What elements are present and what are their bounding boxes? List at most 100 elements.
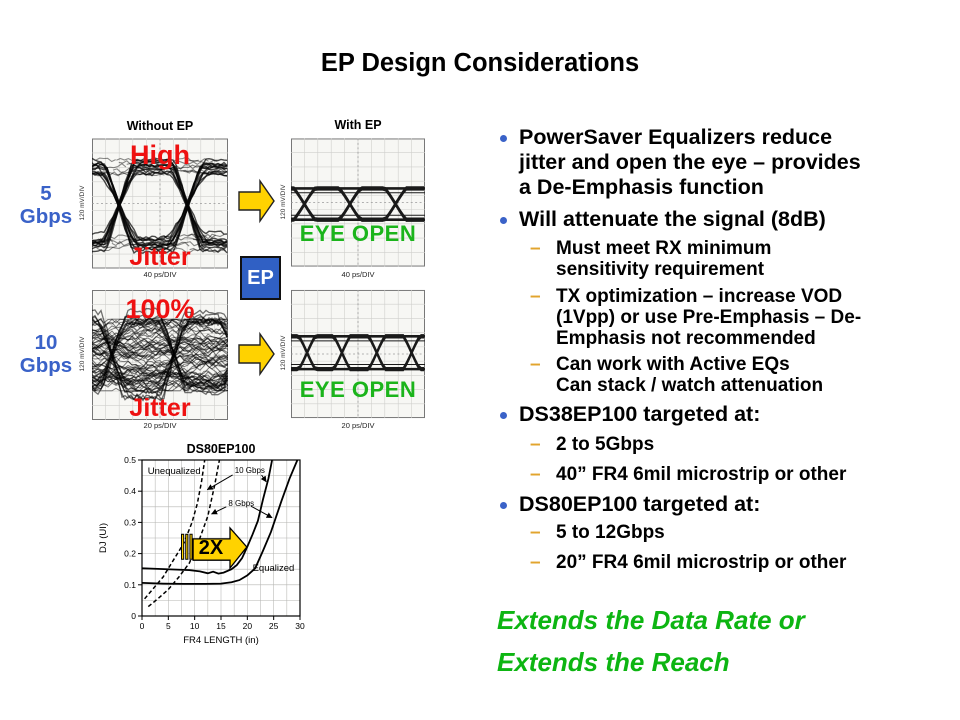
sub-bullet-item: –TX optimization – increase VOD(1Vpp) or… xyxy=(497,286,960,349)
rate-label-5gbps: 5 Gbps xyxy=(6,182,86,228)
y-tick-label: 0.1 xyxy=(124,580,136,590)
bullet-dot-icon xyxy=(497,207,519,224)
bullet-text-line: Can work with Active EQs xyxy=(556,354,790,375)
annotation-label: Equalized xyxy=(253,563,295,574)
annotation-arrow-icon xyxy=(206,474,233,491)
bullet-text-line: sensitivity requirement xyxy=(556,259,765,280)
jitter-pct-label: 100% xyxy=(125,294,195,324)
y-scale-label: 120 mV/DIV xyxy=(79,336,86,372)
sub-bullet-item: –40” FR4 6mil microstrip or other xyxy=(497,464,960,485)
bullet-text-line: 5 to 12Gbps xyxy=(556,522,665,543)
eye-open-label-10g: EYE OPEN xyxy=(299,377,417,402)
bullet-text: 20” FR4 6mil microstrip or other xyxy=(556,552,846,573)
sub-bullet-item: –20” FR4 6mil microstrip or other xyxy=(497,552,960,573)
speed-bar-icon xyxy=(185,533,189,560)
2x-label: 2X xyxy=(199,537,224,559)
jitter-label-10g: Jitter xyxy=(129,394,191,422)
annotation-label: 10 Gbps xyxy=(235,466,265,475)
x-tick-label: 15 xyxy=(216,621,226,631)
bullet-text-line: (1Vpp) or use Pre-Emphasis – De- xyxy=(556,307,862,328)
y-tick-label: 0.5 xyxy=(124,455,136,465)
eye-diagram-10gbps-with-ep xyxy=(291,289,425,419)
speed-bar-icon xyxy=(189,533,193,560)
rate-label-10gbps: 10 Gbps xyxy=(6,331,86,377)
with-ep-heading: With EP xyxy=(334,118,382,132)
annotation-arrow-icon xyxy=(250,505,273,519)
bullet-text-line: Will attenuate the signal (8dB) xyxy=(519,207,826,231)
bullet-dash-icon: – xyxy=(530,522,541,543)
x-scale-label: 40 ps/DIV xyxy=(341,270,375,279)
footer-line: Extends the Data Rate or xyxy=(497,605,805,635)
footer-tagline: Extends the Data Rate or Extends the Rea… xyxy=(497,599,960,683)
ep-badge: EP xyxy=(240,256,281,300)
x-tick-label: 10 xyxy=(190,621,200,631)
y-tick-label: 0.3 xyxy=(124,517,136,527)
bullet-text-line: 40” FR4 6mil microstrip or other xyxy=(556,464,847,485)
rate-value: 5 xyxy=(40,182,52,205)
bullet-dot-icon xyxy=(497,125,519,142)
chart-xlabel: FR4 LENGTH (in) xyxy=(183,635,258,646)
speed-bar-icon xyxy=(181,533,185,560)
eye-grid xyxy=(291,138,425,267)
rate-value: 10 xyxy=(34,331,58,354)
bullet-text-line: Can stack / watch attenuation xyxy=(556,375,824,396)
x-tick-label: 0 xyxy=(140,621,145,631)
annotation-arrow-icon xyxy=(260,474,267,483)
eye-diagram-5gbps-without-ep xyxy=(92,138,228,269)
x-tick-label: 30 xyxy=(295,621,305,631)
bullet-dash-icon: – xyxy=(530,354,541,375)
bullet-text-line: 2 to 5Gbps xyxy=(556,434,655,455)
bullet-dash-icon: – xyxy=(530,238,541,259)
footer-line: Extends the Reach xyxy=(497,647,730,677)
high-jitter-label-top: High xyxy=(130,140,190,170)
bullet-dash-icon: – xyxy=(530,286,541,307)
annotation-label: 8 Gbps xyxy=(228,499,254,508)
x-tick-label: 5 xyxy=(166,621,171,631)
y-scale-label: 120 mV/DIV xyxy=(280,184,287,220)
bullet-text: TX optimization – increase VOD(1Vpp) or … xyxy=(556,286,861,349)
series-unequalized-8-gbps xyxy=(147,459,221,608)
x-scale-label: 40 ps/DIV xyxy=(143,270,177,279)
rate-unit: Gbps xyxy=(19,354,73,377)
annotation-label: Unequalized xyxy=(148,466,201,477)
2x-arrow-icon xyxy=(192,526,248,570)
page-title: EP Design Considerations xyxy=(320,49,640,77)
x-scale-label: 20 ps/DIV xyxy=(143,421,177,430)
annotation-arrow-icon xyxy=(211,506,227,515)
bullet-dot-icon xyxy=(497,492,519,509)
bullet-dash-icon: – xyxy=(530,464,541,485)
sub-bullet-item: –5 to 12Gbps xyxy=(497,522,960,543)
bullet-text: DS38EP100 targeted at: xyxy=(519,402,760,427)
bullet-text-line: a De-Emphasis function xyxy=(519,175,764,199)
y-tick-label: 0.2 xyxy=(124,549,136,559)
chart-ylabel: DJ (UI) xyxy=(98,523,109,553)
bullet-item: DS38EP100 targeted at: xyxy=(497,402,960,427)
chart-title: DS80EP100 xyxy=(187,442,256,456)
eye-traces xyxy=(92,307,228,402)
bullet-text-line: 20” FR4 6mil microstrip or other xyxy=(556,552,847,573)
bullet-dash-icon: – xyxy=(530,552,541,573)
y-scale-label: 120 mV/DIV xyxy=(280,335,287,371)
eye-traces xyxy=(291,186,425,222)
y-tick-label: 0.4 xyxy=(124,486,136,496)
bullet-text: DS80EP100 targeted at: xyxy=(519,492,760,517)
bullet-text-line: DS80EP100 targeted at: xyxy=(519,492,761,516)
rate-unit: Gbps xyxy=(19,205,73,228)
bullet-dash-icon: – xyxy=(530,434,541,455)
right-arrow-icon xyxy=(238,331,275,377)
series-equalized-10-gbps xyxy=(141,459,273,575)
y-scale-label: 120 mV/DIV xyxy=(79,185,86,221)
y-tick-label: 0 xyxy=(131,611,136,621)
bullet-text: 5 to 12Gbps xyxy=(556,522,665,543)
bullet-text-line: Emphasis not recommended xyxy=(556,328,816,349)
